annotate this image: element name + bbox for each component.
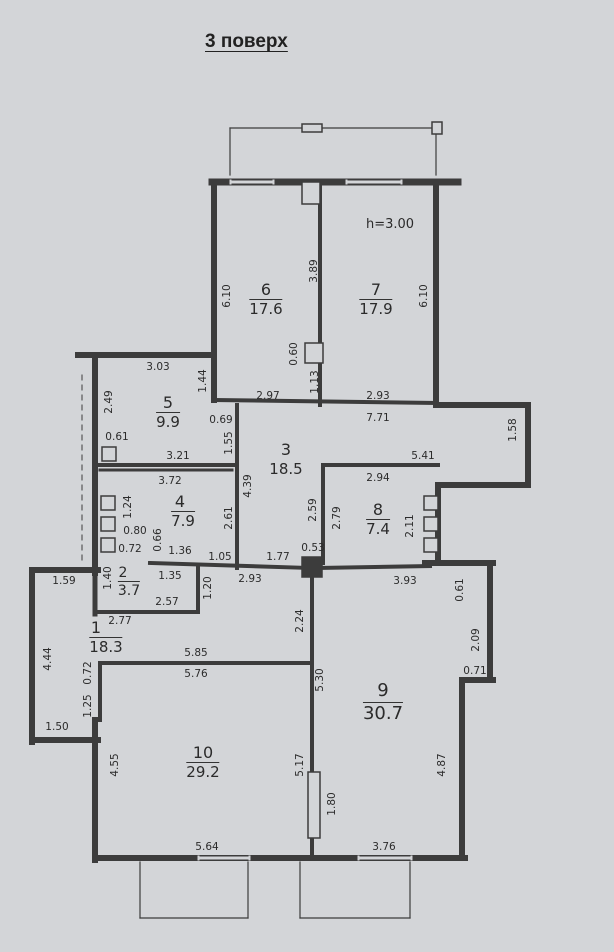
dim-room8-right: 2.11 [403, 514, 416, 538]
room-8-area: 7.4 [366, 519, 390, 538]
dim-hall-left-a: 1.55 [222, 431, 235, 455]
dim-room10-bottom: 5.64 [195, 840, 219, 853]
room-3-number: 3 [280, 440, 292, 459]
room-4-number: 4 [174, 492, 186, 511]
dim-room9-right-b: 4.87 [435, 753, 448, 777]
dim-room10-step: 1.25 [81, 694, 94, 718]
dim-room8-top: 2.94 [366, 471, 390, 484]
room-1-area: 18.3 [89, 637, 123, 656]
dim-room2-top: 1.35 [158, 569, 182, 582]
room-2-area: 3.7 [117, 581, 141, 599]
vent-block [423, 495, 439, 511]
dim-hall-top: 7.71 [366, 411, 390, 424]
dim-hall-right: 1.58 [506, 418, 519, 442]
dim-room9-bottom: 3.76 [372, 840, 396, 853]
room-9-number: 9 [377, 680, 389, 701]
dim-room9-step: 0.61 [453, 578, 466, 602]
room-6-number: 6 [260, 280, 272, 299]
roof-vent [301, 123, 323, 133]
room-8-number: 8 [372, 500, 384, 519]
room-3-area: 18.5 [269, 460, 303, 478]
room-2-number: 2 [118, 565, 128, 581]
dim-room7-right: 6.10 [417, 284, 430, 308]
dim-room7-bottom: 2.93 [366, 389, 390, 402]
wall-segment [307, 771, 321, 839]
dim-room9-left: 5.30 [313, 668, 326, 692]
dim-room10-top-b: 5.76 [184, 667, 208, 680]
dim-room1-right: 2.24 [293, 609, 306, 633]
shaft [304, 342, 324, 364]
room-10-area: 29.2 [186, 762, 220, 781]
dim-room4-top: 3.72 [158, 474, 182, 487]
roof-vent [431, 121, 443, 135]
dim-room4-right: 2.61 [222, 506, 235, 530]
dim-hall-right-b: 5.41 [411, 449, 435, 462]
room-5-area: 9.9 [156, 412, 180, 431]
dim-room6-bottom: 2.97 [256, 389, 280, 402]
dim-room5-bottom: 3.21 [166, 449, 190, 462]
column [301, 556, 323, 578]
interior-wall [315, 563, 433, 571]
dim-room5-right: 1.44 [196, 369, 209, 393]
shaft [301, 181, 321, 205]
room-7-number: 7 [370, 280, 382, 299]
room-4-area: 7.9 [171, 511, 195, 530]
dim-room10-right: 5.17 [293, 753, 306, 777]
dim-room4-bottom-a: 1.36 [168, 544, 192, 557]
room-1-number: 1 [90, 618, 102, 637]
dim-room5-niche: 0.61 [105, 430, 129, 443]
interior-wall [211, 397, 439, 406]
dim-room5-left: 2.49 [102, 390, 115, 414]
room-9-area: 30.7 [362, 702, 404, 724]
dim-room10-left: 4.55 [108, 753, 121, 777]
dim-room1-mid: 2.77 [108, 614, 132, 627]
dim-room1-left: 4.44 [41, 647, 54, 671]
dim-room1-top: 2.93 [238, 572, 262, 585]
vent-block [100, 537, 116, 553]
room-10-number: 10 [192, 743, 214, 762]
room-5-number: 5 [162, 393, 174, 412]
dim-room5-top: 3.03 [146, 360, 170, 373]
dim-room8-left-b: 2.79 [330, 506, 343, 530]
dim-room9-top: 3.93 [393, 574, 417, 587]
dim-room1-left-top: 1.59 [52, 574, 76, 587]
dim-room1-corridor: 1.50 [45, 720, 69, 733]
dim-room9-notch: 0.71 [463, 664, 487, 677]
vent-block [423, 537, 439, 553]
vent-block [423, 516, 439, 532]
dim-room6-left: 6.10 [220, 284, 233, 308]
dim-room10-corner: 0.72 [81, 661, 94, 685]
dim-room4-niche-c: 0.66 [151, 528, 164, 552]
vent-block [100, 495, 116, 511]
ceiling-height-note: h=3.00 [366, 217, 415, 232]
dim-room10-top-a: 5.85 [184, 646, 208, 659]
dim-room9-right-a: 2.09 [469, 628, 482, 652]
windows-doors-layer [81, 121, 443, 919]
dim-shaft-a: 0.60 [287, 342, 300, 366]
dim-hall-step: 0.69 [209, 413, 233, 426]
dim-wall-segment: 1.80 [325, 792, 338, 816]
dim-hall-left-b: 4.39 [241, 474, 254, 498]
dim-room4-niche-a: 1.24 [121, 495, 134, 519]
dim-room4-bottom-b: 1.05 [208, 550, 232, 563]
dim-room2-right: 1.20 [201, 576, 214, 600]
dim-hall-bottom: 1.77 [266, 550, 290, 563]
dim-column: 0.53 [301, 541, 325, 554]
dim-shaft-b: 1.13 [308, 370, 321, 394]
dim-room2-left: 1.40 [101, 566, 114, 590]
dim-room4-niche-d: 0.72 [118, 542, 142, 555]
interior-wall [147, 560, 313, 571]
room-6-area: 17.6 [249, 299, 283, 318]
dim-room4-niche-b: 0.80 [123, 524, 147, 537]
dim-room2-bottom: 2.57 [155, 595, 179, 608]
walls-layer [29, 178, 531, 863]
dim-room8-left-a: 2.59 [306, 498, 319, 522]
room-7-area: 17.9 [359, 299, 393, 318]
niche [101, 446, 117, 462]
vent-block [100, 516, 116, 532]
floor-title: 3 поверх [205, 31, 288, 52]
dim-room6-right: 3.89 [307, 259, 320, 283]
